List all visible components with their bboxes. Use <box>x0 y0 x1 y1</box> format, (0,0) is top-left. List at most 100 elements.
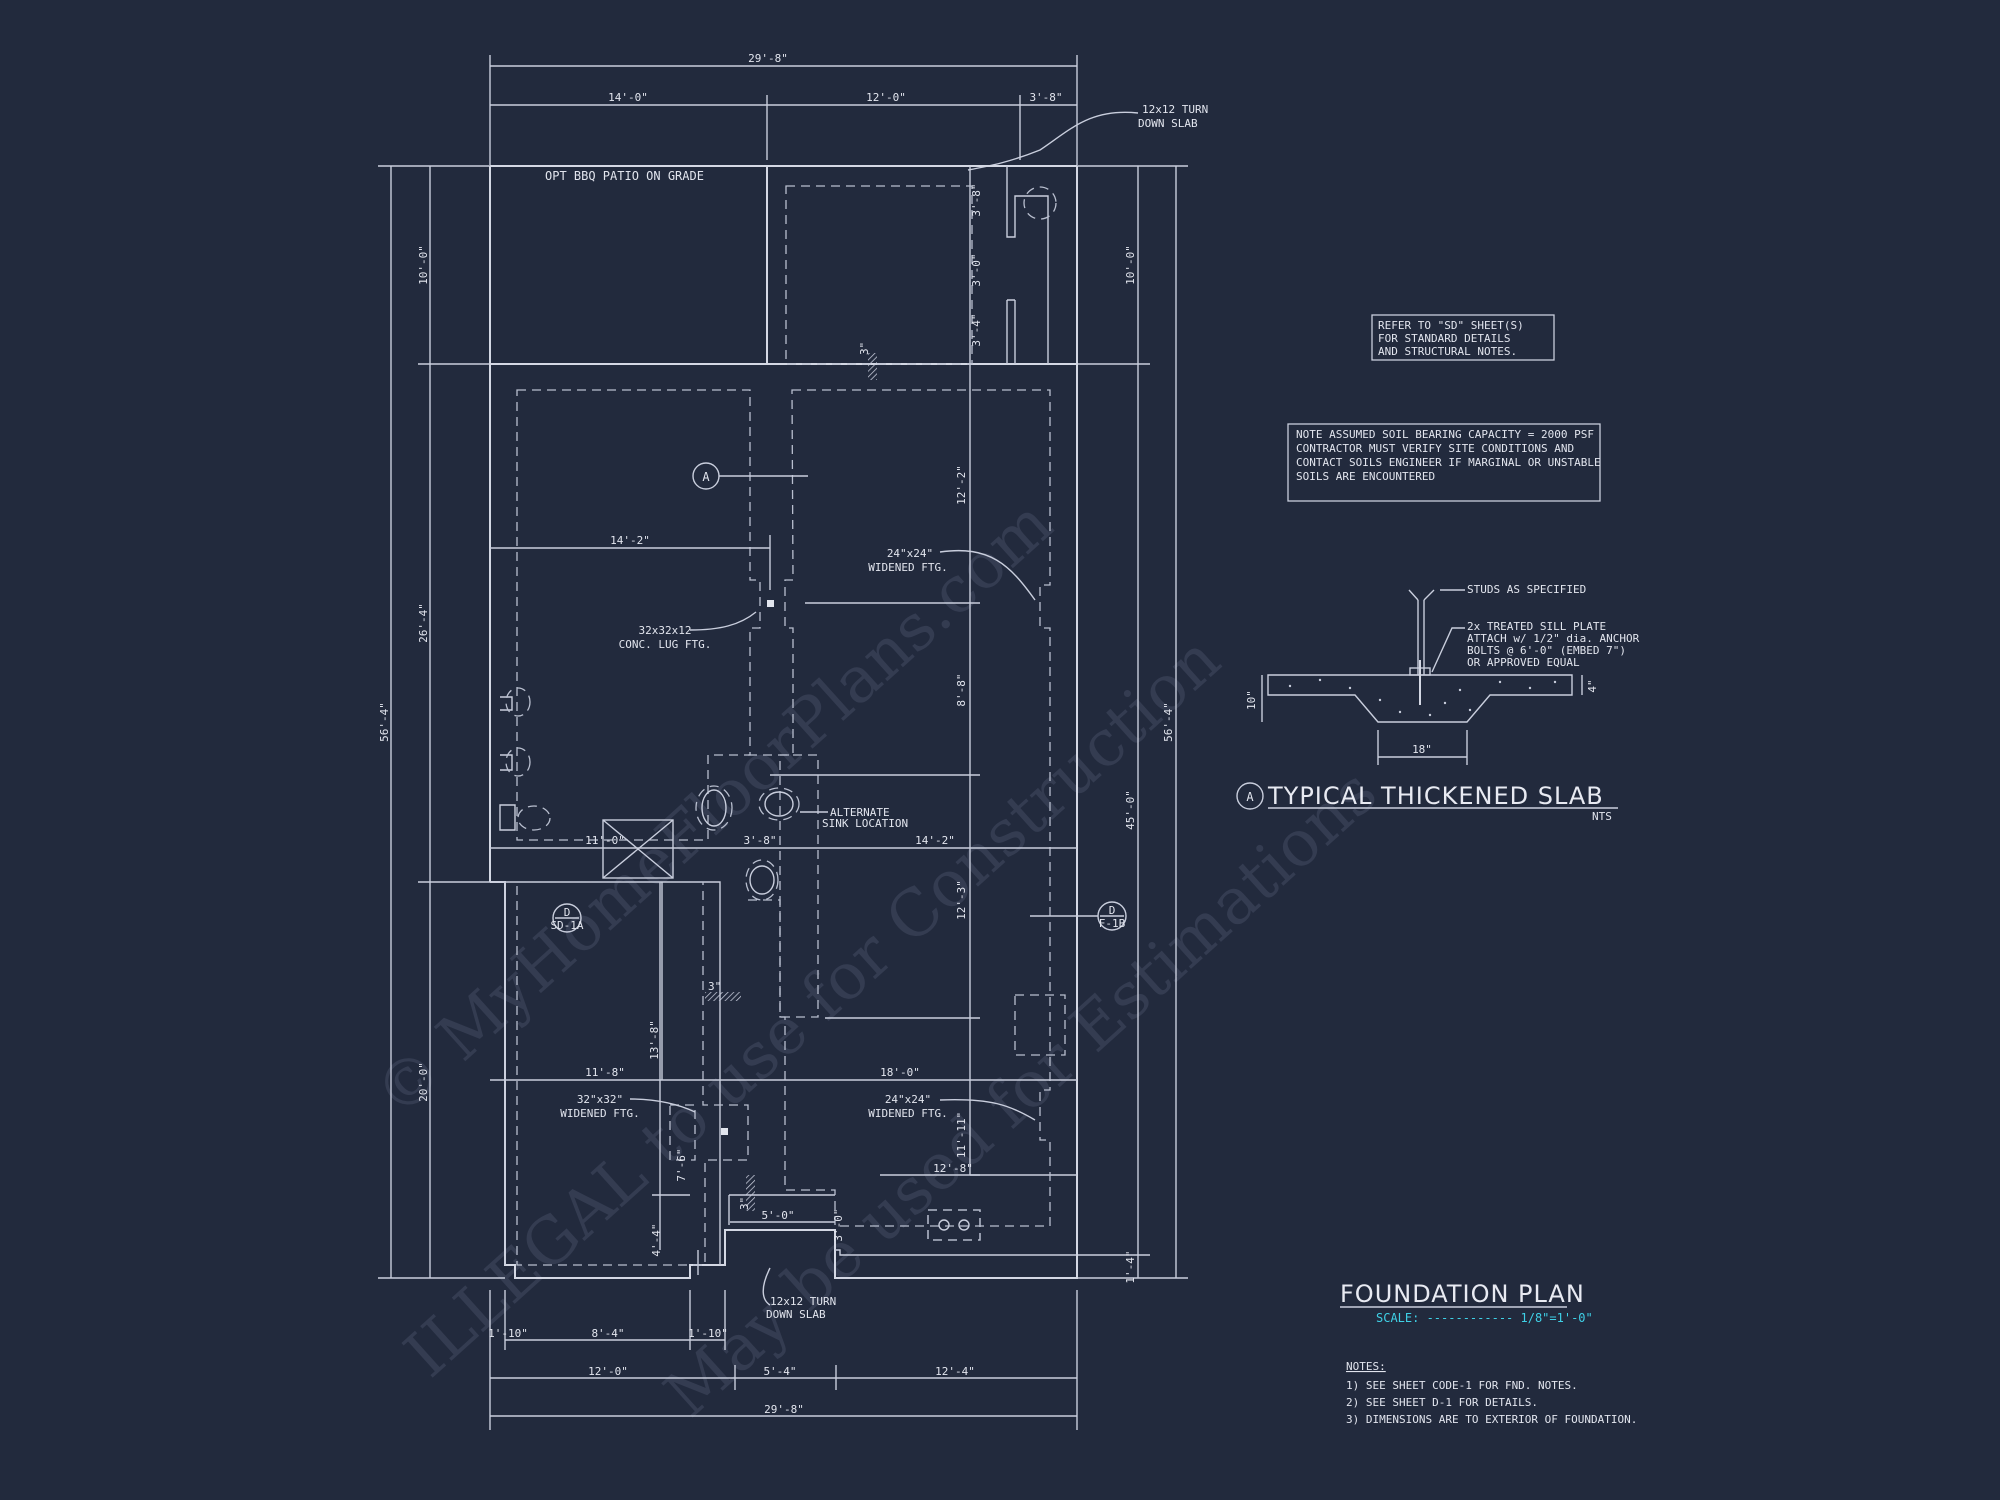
ftg-24-b-line-1: 24"x24" <box>885 1093 931 1106</box>
dim-top-seg-1: 14'-0" <box>608 91 648 104</box>
watermark: © MyHomeFloorPlans.com ILLEGAL to use fo… <box>361 486 1391 1432</box>
dim-right-inner-3: 1'-4" <box>1124 1250 1137 1283</box>
dim-top-seg-2: 12'-0" <box>866 91 906 104</box>
detail-dim-4: 4" <box>1586 679 1599 692</box>
interior-dimension-lines: 14'-2" 12'-2" 8'-8" 3'-8" 14'-2" 11'-0" … <box>490 465 1077 1257</box>
dim-12-8: 12'-8" <box>933 1162 973 1175</box>
dim-7-6: 7'-6" <box>675 1148 688 1181</box>
soil-note-line-2: CONTRACTOR MUST VERIFY SITE CONDITIONS A… <box>1296 442 1574 455</box>
turn-down-top-line-2: DOWN SLAB <box>1138 117 1198 130</box>
detail-sill-line-3: BOLTS @ 6'-0" (EMBED 7") <box>1467 644 1626 657</box>
watermark-line-1: © MyHomeFloorPlans.com <box>361 486 1066 1132</box>
dim-11-8: 11'-8" <box>585 1066 625 1079</box>
detail-tag-d2-top: D <box>1109 904 1116 917</box>
dim-13-8: 13'-8" <box>648 1020 661 1060</box>
dim-patio-v1: 3'-8" <box>970 183 983 216</box>
refer-note-line-2: FOR STANDARD DETAILS <box>1378 332 1510 345</box>
dim-top-seg-3: 3'-8" <box>1029 91 1062 104</box>
patio-label: OPT BBQ PATIO ON GRADE <box>545 169 704 183</box>
detail-dim-10: 10" <box>1245 690 1258 710</box>
dim-left-inner-3: 20'-0" <box>417 1062 430 1102</box>
lug-line-1: 32x32x12 <box>639 624 692 637</box>
turn-down-note-bottom: 12x12 TURN DOWN SLAB <box>762 1267 836 1321</box>
turn-down-bot-line-2: DOWN SLAB <box>766 1308 826 1321</box>
dim-11-11: 11'-11" <box>955 1112 968 1158</box>
dim-5-0: 5'-0" <box>761 1209 794 1222</box>
dim-3in-top: 3" <box>858 342 871 355</box>
dim-left-outer: 56'-4" <box>378 702 391 742</box>
ftg-32-line-1: 32"x32" <box>577 1093 623 1106</box>
soil-note-line-3: CONTACT SOILS ENGINEER IF MARGINAL OR UN… <box>1296 456 1601 469</box>
turn-down-top-line-1: 12x12 TURN <box>1142 103 1208 116</box>
detail-sill-line-1: 2x TREATED SILL PLATE <box>1467 620 1606 633</box>
general-notes: NOTES: 1) SEE SHEET CODE-1 FOR FND. NOTE… <box>1346 1360 1637 1426</box>
dim-left-inner-1: 10'-0" <box>417 245 430 285</box>
patio-dashed-footing <box>785 185 973 365</box>
dim-12-2: 12'-2" <box>955 465 968 505</box>
dim-right-outer: 56'-4" <box>1162 702 1175 742</box>
detail-dim-18: 18" <box>1412 743 1432 756</box>
detail-title: TYPICAL THICKENED SLAB <box>1267 782 1604 810</box>
slab-step-hatch-top <box>868 353 877 380</box>
alt-sink-line-2: SINK LOCATION <box>822 817 908 830</box>
turn-down-bot-line-1: 12x12 TURN <box>770 1295 836 1308</box>
dim-bottom-row2-1: 12'-0" <box>588 1365 628 1378</box>
dim-patio-v3: 3'-4" <box>970 313 983 346</box>
bottom-dimensions: 1'-10" 8'-4" 1'-10" 12'-0" 5'-4" 12'-4" … <box>488 1290 1078 1430</box>
ftg-24-b-line-2: WIDENED FTG. <box>868 1107 947 1120</box>
note-item-2: 2) SEE SHEET D-1 FOR DETAILS. <box>1346 1396 1538 1409</box>
dim-3-8: 3'-8" <box>743 834 776 847</box>
soil-note: NOTE ASSUMED SOIL BEARING CAPACITY = 200… <box>1287 423 1601 502</box>
detail-sill-line-2: ATTACH w/ 1/2" dia. ANCHOR <box>1467 632 1640 645</box>
dim-14-2-a: 14'-2" <box>610 534 650 547</box>
soil-note-line-4: SOILS ARE ENCOUNTERED <box>1296 470 1435 483</box>
dim-14-2-b: 14'-2" <box>915 834 955 847</box>
turn-down-note-top: 12x12 TURN DOWN SLAB <box>967 103 1208 171</box>
ftg-24-a-line-2: WIDENED FTG. <box>868 561 947 574</box>
lug-line-2: CONC. LUG FTG. <box>619 638 712 651</box>
foundation-outline <box>489 165 1078 1279</box>
dim-right-inner-1: 10'-0" <box>1124 245 1137 285</box>
dim-left-inner-2: 26'-4" <box>417 603 430 643</box>
dim-overall-top: 29'-8" <box>748 52 788 65</box>
dim-18-0: 18'-0" <box>880 1066 920 1079</box>
dim-3-0: 3'-0" <box>832 1208 845 1241</box>
dim-bottom-row1-3: 1'-10" <box>688 1327 728 1340</box>
dim-bottom-row1-2: 8'-4" <box>591 1327 624 1340</box>
patio-pier-footing <box>1023 186 1057 220</box>
dim-3in-mid: 3" <box>708 980 721 993</box>
detail-tag-d1-top: D <box>564 906 571 919</box>
top-dimensions: 29'-8" 14'-0" 12'-0" 3'-8" <box>489 52 1078 165</box>
patio-turn-down-slab <box>1006 166 1049 364</box>
thickened-slab-detail: STUDS AS SPECIFIED 2x TREATED SILL PLATE… <box>1236 583 1640 823</box>
detail-sill-line-4: OR APPROVED EQUAL <box>1467 656 1580 669</box>
dim-bottom-row2-2: 5'-4" <box>763 1365 796 1378</box>
right-dimensions: 56'-4" 10'-0" 45'-0" 1'-4" <box>1077 165 1188 1284</box>
detail-studs-label: STUDS AS SPECIFIED <box>1467 583 1586 596</box>
slab-step-hatch-mid <box>705 992 741 1001</box>
left-dimensions: 56'-4" 10'-0" 26'-4" 20'-0" <box>378 165 505 1279</box>
notes-heading: NOTES: <box>1346 1360 1386 1373</box>
dim-overall-bottom: 29'-8" <box>764 1403 804 1416</box>
dim-12-3: 12'-3" <box>955 880 968 920</box>
detail-tag-d1-bottom: SD-1A <box>550 919 583 932</box>
refer-note-line-1: REFER TO "SD" SHEET(S) <box>1378 319 1524 332</box>
section-tag-a: A <box>702 470 710 484</box>
dim-bottom-row1-1: 1'-10" <box>488 1327 528 1340</box>
sheet-scale: SCALE: ------------ 1/8"=1'-0" <box>1376 1311 1593 1325</box>
refer-note: REFER TO "SD" SHEET(S) FOR STANDARD DETA… <box>1371 314 1555 361</box>
slab-step-hatch-bottom <box>746 1175 755 1211</box>
note-item-1: 1) SEE SHEET CODE-1 FOR FND. NOTES. <box>1346 1379 1578 1392</box>
dim-4-4: 4'-4" <box>650 1223 663 1256</box>
dim-right-inner-2: 45'-0" <box>1124 790 1137 830</box>
detail-tag-d2-bottom: F-1B <box>1099 917 1126 930</box>
ftg-24-a-line-1: 24"x24" <box>887 547 933 560</box>
sheet-title-block: FOUNDATION PLAN SCALE: ------------ 1/8"… <box>1340 1280 1593 1325</box>
dim-11-0: 11'-0" <box>585 834 625 847</box>
sheet-title: FOUNDATION PLAN <box>1340 1280 1585 1308</box>
detail-scale: NTS <box>1592 810 1612 823</box>
note-item-3: 3) DIMENSIONS ARE TO EXTERIOR OF FOUNDAT… <box>1346 1413 1637 1426</box>
alt-sink-line-1: ALTERNATE <box>830 806 890 819</box>
ftg-32-line-2: WIDENED FTG. <box>560 1107 639 1120</box>
